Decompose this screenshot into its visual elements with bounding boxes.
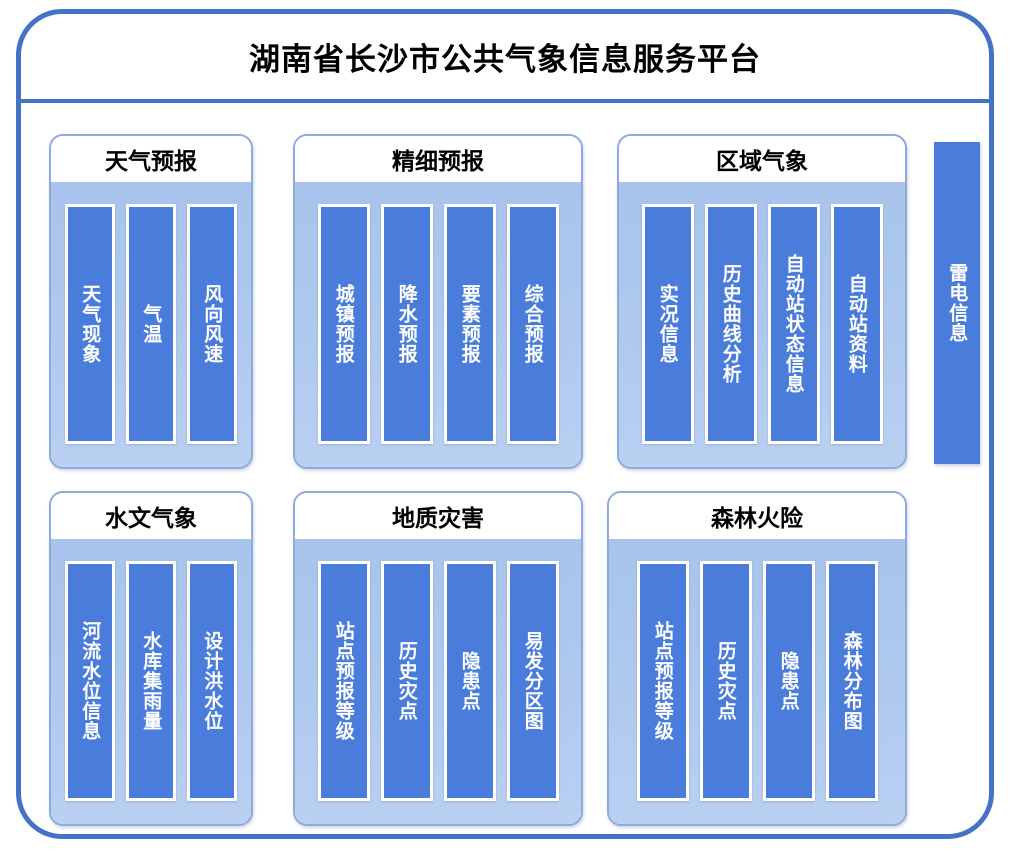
item-bar-hazard-points[interactable]: 隐患点	[443, 561, 496, 801]
module-title: 地质灾害	[392, 506, 484, 532]
item-bar-station-forecast-level[interactable]: 站点预报等级	[317, 561, 370, 801]
module-body-refined-forecast: 城镇预报 降水预报 要素预报 综合预报	[295, 182, 581, 467]
item-bar-label: 实况信息	[656, 284, 679, 364]
item-bar-historical-disaster-points[interactable]: 历史灾点	[699, 561, 752, 801]
item-bar-label: 森林分布图	[840, 631, 863, 731]
item-bar-forest-distribution-map[interactable]: 森林分布图	[825, 561, 878, 801]
module-header-geological-disaster: 地质灾害	[295, 493, 581, 539]
module-header-weather-forecast: 天气预报	[51, 136, 251, 182]
module-body-regional-meteorology: 实况信息 历史曲线分析 自动站状态信息 自动站资料	[619, 182, 905, 467]
module-title: 区域气象	[716, 149, 808, 175]
item-bar-precipitation-forecast[interactable]: 降水预报	[380, 204, 433, 444]
item-bar-river-level-info[interactable]: 河流水位信息	[65, 561, 115, 801]
item-bar-label: 隐患点	[458, 651, 481, 711]
item-bar-lightning-info[interactable]: 雷电信息	[934, 142, 980, 464]
item-bar-design-flood-level[interactable]: 设计洪水位	[187, 561, 237, 801]
module-panel-weather-forecast[interactable]: 天气预报 天气现象 气温 风向风速	[49, 134, 253, 469]
module-body-geological-disaster: 站点预报等级 历史灾点 隐患点 易发分区图	[295, 539, 581, 824]
item-bar-label: 历史灾点	[714, 641, 737, 721]
item-bar-label: 城镇预报	[332, 284, 355, 364]
module-panel-refined-forecast[interactable]: 精细预报 城镇预报 降水预报 要素预报 综合预报	[293, 134, 583, 469]
item-bar-label: 站点预报等级	[651, 621, 674, 741]
module-body-weather-forecast: 天气现象 气温 风向风速	[51, 182, 251, 467]
platform-title-bar: 湖南省长沙市公共气象信息服务平台	[21, 14, 989, 103]
item-bar-aws-data[interactable]: 自动站资料	[830, 204, 883, 444]
item-bar-historical-disaster-points[interactable]: 历史灾点	[380, 561, 433, 801]
item-bar-label: 雷电信息	[946, 263, 969, 343]
item-bar-label: 隐患点	[777, 651, 800, 711]
item-bar-label: 天气现象	[79, 284, 102, 364]
item-bar-susceptibility-zoning-map[interactable]: 易发分区图	[506, 561, 559, 801]
item-bar-history-curve-analysis[interactable]: 历史曲线分析	[704, 204, 757, 444]
module-panel-forest-fire-risk[interactable]: 森林火险 站点预报等级 历史灾点 隐患点 森林分布图	[607, 491, 907, 826]
item-bar-live-info[interactable]: 实况信息	[641, 204, 694, 444]
item-bar-station-forecast-level[interactable]: 站点预报等级	[636, 561, 689, 801]
module-panel-regional-meteorology[interactable]: 区域气象 实况信息 历史曲线分析 自动站状态信息 自动站资料	[617, 134, 907, 469]
item-bar-hazard-points[interactable]: 隐患点	[762, 561, 815, 801]
item-bar-aws-status-info[interactable]: 自动站状态信息	[767, 204, 820, 444]
item-bar-reservoir-rainfall[interactable]: 水库集雨量	[126, 561, 176, 801]
item-bar-wind[interactable]: 风向风速	[187, 204, 237, 444]
module-title: 精细预报	[392, 149, 484, 175]
module-header-refined-forecast: 精细预报	[295, 136, 581, 182]
platform-frame: 湖南省长沙市公共气象信息服务平台 天气预报 天气现象 气温 风向风速	[16, 9, 994, 839]
module-title: 森林火险	[711, 506, 803, 532]
item-bar-label: 河流水位信息	[79, 621, 102, 741]
item-bar-label: 气温	[140, 304, 163, 344]
item-bar-label: 站点预报等级	[332, 621, 355, 741]
item-bar-label: 易发分区图	[521, 631, 544, 731]
module-title: 水文气象	[105, 506, 197, 532]
module-header-forest-fire-risk: 森林火险	[609, 493, 905, 539]
item-bar-label: 自动站资料	[845, 274, 868, 374]
module-body-hydro-meteorology: 河流水位信息 水库集雨量 设计洪水位	[51, 539, 251, 824]
item-bar-label: 风向风速	[201, 284, 224, 364]
item-bar-label: 设计洪水位	[201, 631, 224, 731]
item-bar-label: 自动站状态信息	[782, 254, 805, 394]
modules-container: 天气预报 天气现象 气温 风向风速 精细预报 城镇预报	[21, 103, 989, 834]
item-bar-element-forecast[interactable]: 要素预报	[443, 204, 496, 444]
module-body-forest-fire-risk: 站点预报等级 历史灾点 隐患点 森林分布图	[609, 539, 905, 824]
item-bar-town-forecast[interactable]: 城镇预报	[317, 204, 370, 444]
item-bar-label: 历史灾点	[395, 641, 418, 721]
item-bar-label: 历史曲线分析	[719, 264, 742, 384]
module-panel-geological-disaster[interactable]: 地质灾害 站点预报等级 历史灾点 隐患点 易发分区图	[293, 491, 583, 826]
item-bar-comprehensive-forecast[interactable]: 综合预报	[506, 204, 559, 444]
item-bar-weather-phenomenon[interactable]: 天气现象	[65, 204, 115, 444]
module-header-hydro-meteorology: 水文气象	[51, 493, 251, 539]
item-bar-label: 水库集雨量	[140, 631, 163, 731]
item-bar-label: 综合预报	[521, 284, 544, 364]
page-title: 湖南省长沙市公共气象信息服务平台	[249, 42, 761, 78]
module-panel-hydro-meteorology[interactable]: 水文气象 河流水位信息 水库集雨量 设计洪水位	[49, 491, 253, 826]
item-bar-temperature[interactable]: 气温	[126, 204, 176, 444]
module-title: 天气预报	[105, 149, 197, 175]
item-bar-label: 要素预报	[458, 284, 481, 364]
module-header-regional-meteorology: 区域气象	[619, 136, 905, 182]
item-bar-label: 降水预报	[395, 284, 418, 364]
